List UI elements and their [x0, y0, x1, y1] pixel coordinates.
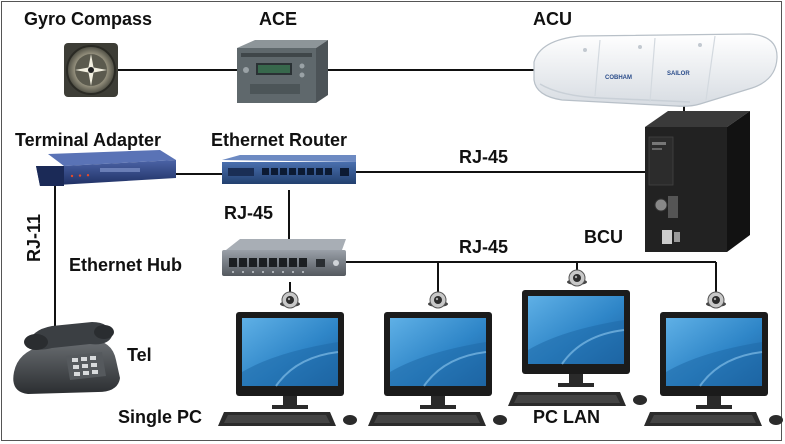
- monitor-icon: [521, 289, 631, 388]
- label-ace: ACE: [259, 9, 298, 29]
- monitor-icon: [235, 311, 345, 410]
- acu-brand-text: COBHAM: [605, 75, 632, 81]
- label-single-pc: Single PC: [118, 407, 203, 427]
- ace-unit-icon: [237, 40, 328, 103]
- label-rj45-hub-lan: RJ-45: [459, 237, 509, 257]
- keyboard-icon: [368, 412, 507, 426]
- label-gyro-compass: Gyro Compass: [24, 9, 153, 29]
- keyboard-icon: [644, 412, 783, 426]
- webcam-icon: [566, 269, 588, 287]
- acu-dome-icon: COBHAM SAILOR: [533, 33, 778, 107]
- connection-lines: [54, 69, 717, 336]
- label-tel: Tel: [127, 345, 152, 365]
- monitor-icon: [383, 311, 493, 410]
- terminal-adapter-icon: [36, 150, 176, 186]
- label-ethernet-hub: Ethernet Hub: [69, 255, 183, 275]
- telephone-icon: [13, 322, 120, 394]
- pc-single: [218, 291, 357, 426]
- keyboard-icon: [218, 412, 357, 426]
- webcam-icon: [279, 291, 301, 309]
- pc-lan-3: [644, 291, 783, 426]
- ethernet-hub-icon: [222, 239, 346, 276]
- label-pc-lan: PC LAN: [533, 407, 600, 427]
- gyro-compass-icon: [64, 43, 118, 97]
- label-ethernet-router: Ethernet Router: [211, 130, 348, 150]
- webcam-icon: [427, 291, 449, 309]
- monitor-icon: [659, 311, 769, 410]
- label-acu: ACU: [533, 9, 572, 29]
- label-rj45-router-hub: RJ-45: [224, 203, 274, 223]
- label-bcu: BCU: [584, 227, 623, 247]
- pc-lan-1: [368, 291, 507, 426]
- ethernet-router-icon: [222, 155, 356, 184]
- bcu-unit-icon: [645, 111, 750, 252]
- keyboard-icon: [508, 392, 647, 406]
- acu-model-text: SAILOR: [667, 71, 690, 77]
- webcam-icon: [705, 291, 727, 309]
- label-rj11: RJ-11: [24, 213, 44, 262]
- label-terminal-adapter: Terminal Adapter: [15, 130, 162, 150]
- pc-lan-2: [508, 269, 647, 406]
- label-rj45-router-bcu: RJ-45: [459, 147, 509, 167]
